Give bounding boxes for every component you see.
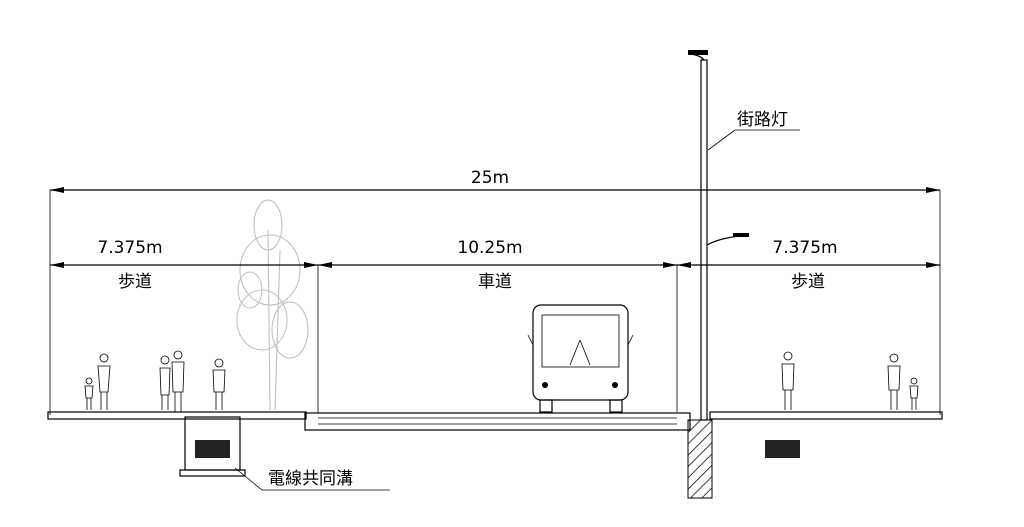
right-sidewalk-label: 歩道 bbox=[791, 272, 825, 292]
utility-conduit-trench bbox=[179, 416, 800, 477]
left-sidewalk-width-label: 7.375m bbox=[97, 238, 162, 258]
roadway-width-label: 10.25m bbox=[457, 238, 522, 258]
pedestrian bbox=[781, 351, 795, 410]
pedestrian bbox=[97, 353, 111, 410]
pedestrian bbox=[212, 358, 226, 410]
conduit-bundle-right bbox=[765, 440, 800, 458]
bus-illustration bbox=[527, 304, 634, 413]
pedestrian bbox=[909, 377, 919, 410]
roadway-label: 車道 bbox=[478, 272, 512, 292]
total-width-label: 25m bbox=[471, 168, 509, 188]
right-sidewalk-width-label: 7.375m bbox=[772, 238, 837, 258]
pedestrian bbox=[171, 350, 185, 412]
pedestrian bbox=[887, 353, 901, 410]
tree-illustration bbox=[236, 199, 309, 411]
dimension-lines bbox=[49, 187, 941, 415]
left-sidewalk-label: 歩道 bbox=[118, 272, 152, 292]
utility-conduit-label: 電線共同溝 bbox=[268, 469, 353, 489]
street-light bbox=[687, 50, 749, 499]
street-light-label: 街路灯 bbox=[737, 110, 788, 130]
pedestrian bbox=[84, 377, 94, 410]
pavement-section bbox=[47, 411, 943, 431]
pedestrians bbox=[84, 350, 919, 412]
pedestrian bbox=[159, 355, 171, 410]
